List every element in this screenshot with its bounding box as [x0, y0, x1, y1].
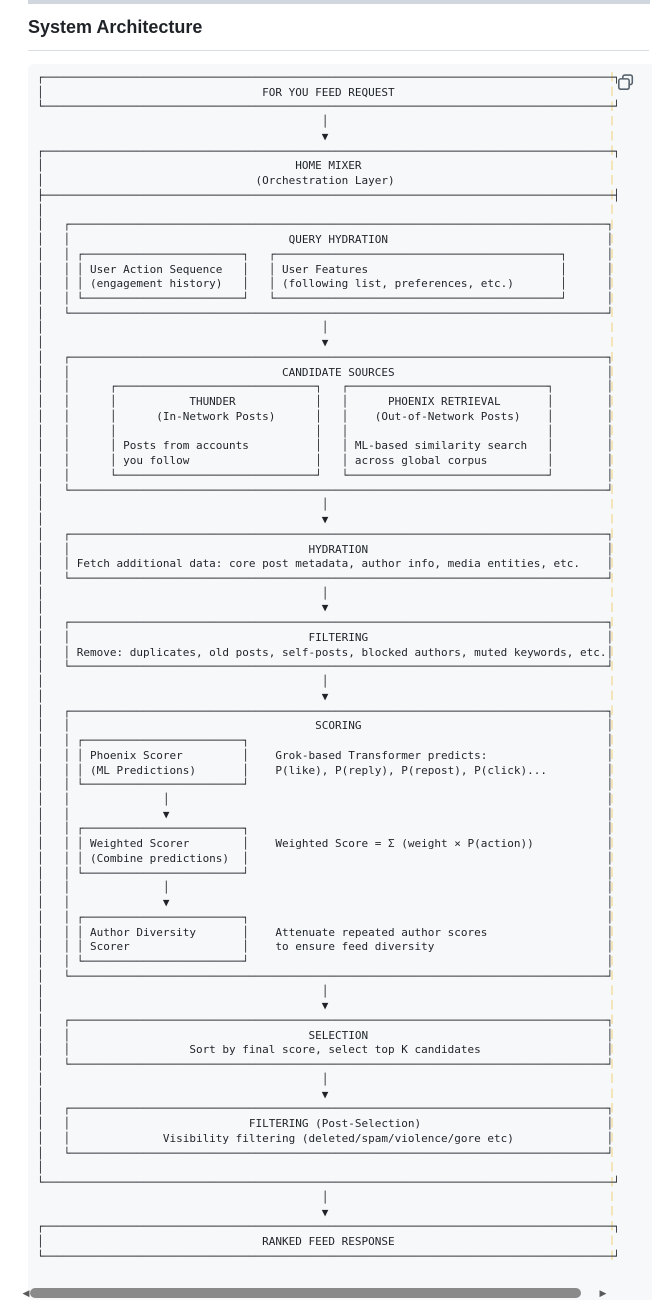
copy-button[interactable]: [612, 68, 640, 96]
scrollbar-thumb[interactable]: [30, 1288, 581, 1298]
horizontal-scrollbar[interactable]: ◀ ▶: [23, 1281, 652, 1303]
ascii-architecture-diagram: ┌───────────────────────────────────────…: [37, 71, 620, 1263]
scrollbar-right-arrow-icon[interactable]: ▶: [599, 1288, 607, 1298]
section-divider: [28, 0, 650, 4]
code-block: ┌───────────────────────────────────────…: [23, 64, 652, 1303]
scrollbar-left-arrow-icon[interactable]: ◀: [22, 1288, 30, 1298]
copy-icon: [617, 73, 635, 91]
page-title: System Architecture: [28, 14, 649, 51]
column-ruler: [611, 72, 613, 1264]
